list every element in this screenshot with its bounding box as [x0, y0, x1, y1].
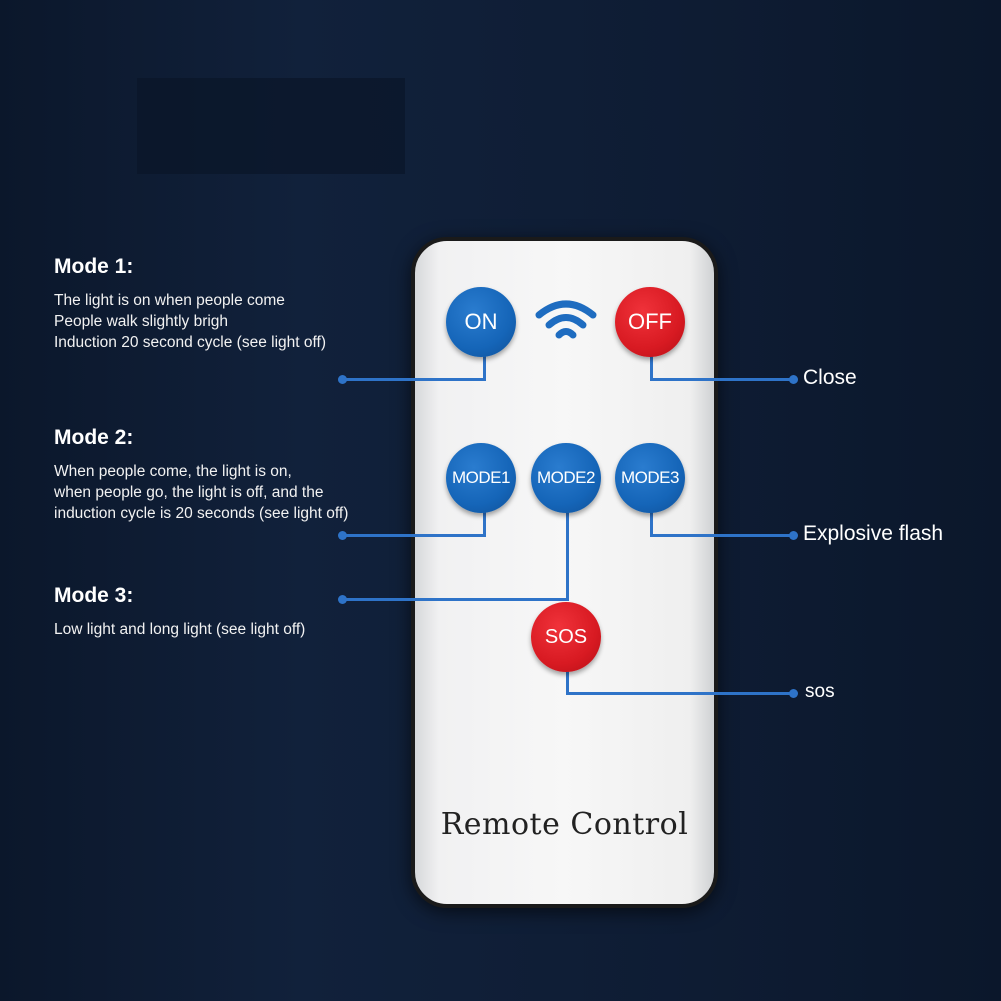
connector-dot-mode2	[338, 531, 347, 540]
mode2-button[interactable]: MODE2	[531, 443, 601, 513]
mode-2-line: induction cycle is 20 seconds (see light…	[54, 505, 349, 522]
mode-1-description: The light is on when people come People …	[54, 290, 326, 353]
close-label: Close	[803, 366, 857, 389]
connector-dot-explosive-flash	[789, 531, 798, 540]
connector-mode2-horizontal	[343, 598, 569, 601]
mode-3-line: Low light and long light (see light off)	[54, 621, 306, 638]
off-button[interactable]: OFF	[615, 287, 685, 357]
connector-mode1-vertical	[483, 512, 486, 536]
on-button[interactable]: ON	[446, 287, 516, 357]
connector-dot-mode1	[338, 375, 347, 384]
mode-2-description: When people come, the light is on, when …	[54, 461, 348, 524]
mode3-button[interactable]: MODE3	[615, 443, 685, 513]
mode-3-heading: Mode 3:	[54, 584, 134, 607]
connector-on-horizontal	[343, 378, 486, 381]
mode1-button[interactable]: MODE1	[446, 443, 516, 513]
mode-1-heading: Mode 1:	[54, 255, 134, 278]
mode-2-line: When people come, the light is on,	[54, 463, 292, 480]
mode-3-description: Low light and long light (see light off)	[54, 619, 305, 640]
connector-on-vertical	[483, 356, 486, 380]
remote-brand-label: Remote Control	[440, 807, 689, 842]
connector-mode1-horizontal	[343, 534, 486, 537]
sos-button[interactable]: SOS	[531, 602, 601, 672]
sos-label: sos	[805, 681, 835, 702]
connector-sos-horizontal	[566, 692, 793, 695]
connector-dot-sos	[789, 689, 798, 698]
background-panel	[137, 78, 405, 174]
connector-mode3-horizontal	[650, 534, 793, 537]
mode-2-block: Mode 2: When people come, the light is o…	[54, 426, 348, 524]
connector-mode2-vertical	[566, 512, 569, 601]
mode-3-block: Mode 3: Low light and long light (see li…	[54, 584, 305, 640]
wifi-signal-icon	[535, 297, 597, 345]
explosive-flash-label: Explosive flash	[803, 522, 944, 545]
mode-2-heading: Mode 2:	[54, 426, 134, 449]
connector-mode3-vertical	[650, 512, 653, 536]
connector-dot-close	[789, 375, 798, 384]
mode-1-line: The light is on when people come	[54, 292, 285, 309]
mode-1-block: Mode 1: The light is on when people come…	[54, 255, 326, 353]
mode-1-line: People walk slightly brigh	[54, 313, 229, 330]
mode-2-line: when people go, the light is off, and th…	[54, 484, 324, 501]
connector-sos-vertical	[566, 670, 569, 694]
connector-dot-mode3	[338, 595, 347, 604]
mode-1-line: Induction 20 second cycle (see light off…	[54, 334, 326, 351]
connector-off-vertical	[650, 356, 653, 380]
connector-off-horizontal	[650, 378, 793, 381]
